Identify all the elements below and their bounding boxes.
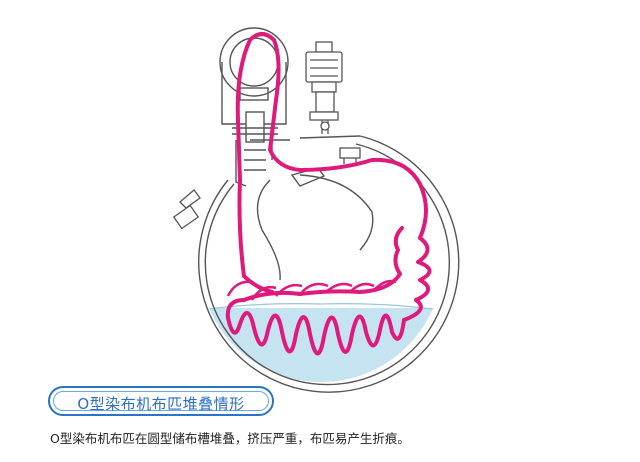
motor-icon xyxy=(305,41,343,83)
diagram-title-badge: O型染布机布匹堆叠情形 xyxy=(48,386,274,416)
fabric-stacking xyxy=(226,279,397,301)
diagram-title: O型染布机布匹堆叠情形 xyxy=(77,395,245,413)
nozzle-tube xyxy=(256,167,374,281)
gear-icon xyxy=(309,81,339,134)
title-badge-inner-border xyxy=(53,391,269,411)
diagram-caption: O型染布机布匹在圆型储布槽堆叠，挤压严重，布匹易产生折痕。 xyxy=(50,431,410,446)
side-port xyxy=(172,189,201,230)
flange-icon xyxy=(339,147,361,164)
fabric-strand xyxy=(225,32,432,356)
